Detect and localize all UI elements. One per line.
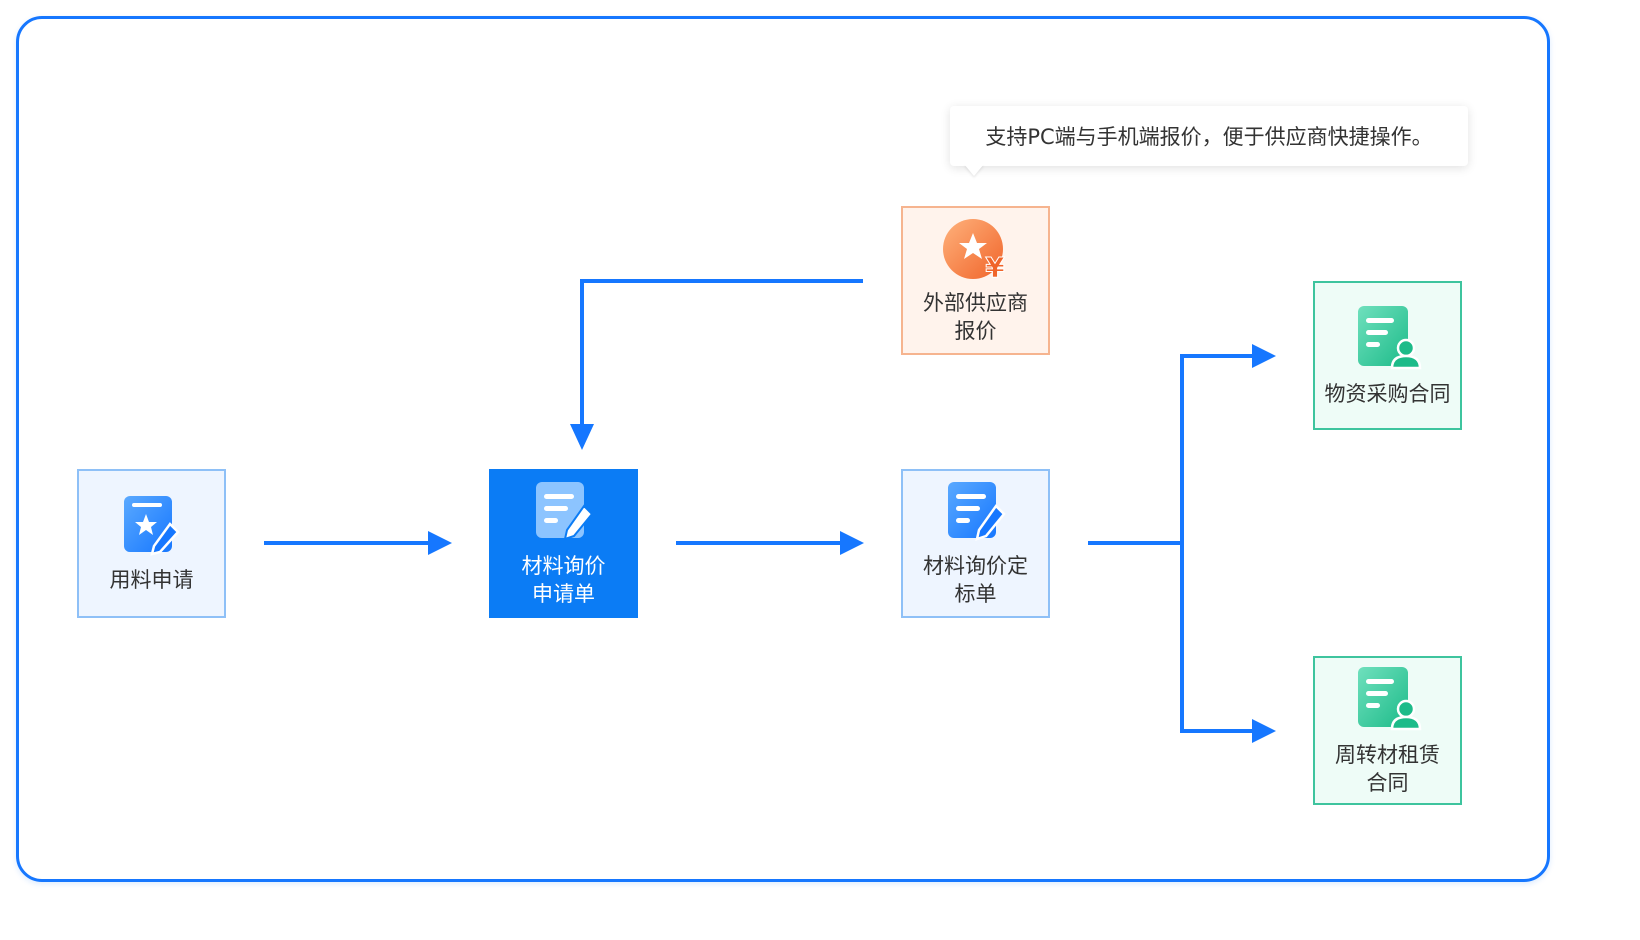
node-rental-contract[interactable]: 周转材租赁 合同 <box>1313 656 1462 805</box>
contract-person-icon <box>1357 666 1421 730</box>
node-label: 物资采购合同 <box>1324 381 1451 406</box>
node-inquiry-award[interactable]: 材料询价定 标单 <box>901 469 1050 618</box>
node-label: 外部供应商 <box>923 290 1028 315</box>
node-label: 合同 <box>1366 770 1409 795</box>
node-label: 标单 <box>954 581 997 606</box>
node-supplier-quote[interactable]: ¥ 外部供应商 报价 <box>901 206 1050 355</box>
pen-document-icon <box>947 481 1006 541</box>
node-label: 周转材租赁 <box>1335 742 1440 767</box>
arrowhead <box>840 531 864 555</box>
tooltip-pointer <box>964 164 984 176</box>
pen-document-icon <box>535 481 593 541</box>
arrow-supplier-to-inquiry <box>580 279 863 428</box>
node-label: 用料申请 <box>109 567 194 592</box>
arrowhead <box>1252 344 1276 368</box>
star-pen-document-icon <box>123 495 180 556</box>
node-label: 材料询价定 <box>923 553 1028 578</box>
node-label: 申请单 <box>532 581 595 606</box>
contract-person-icon <box>1357 305 1421 369</box>
node-purchase-contract[interactable]: 物资采购合同 <box>1313 281 1462 430</box>
tooltip-text: 支持PC端与手机端报价，便于供应商快捷操作。 <box>985 125 1433 149</box>
star-yuan-icon: ¥ <box>942 218 1005 281</box>
node-inquiry-request[interactable]: 材料询价 申请单 <box>489 469 638 618</box>
supplier-tooltip: 支持PC端与手机端报价，便于供应商快捷操作。 <box>950 106 1468 166</box>
arrowhead <box>570 424 594 450</box>
node-label: 报价 <box>954 318 997 343</box>
svg-text:¥: ¥ <box>985 251 1005 281</box>
node-label: 材料询价 <box>521 553 606 578</box>
arrowhead <box>1252 719 1276 743</box>
arrowhead <box>428 531 452 555</box>
node-material-request[interactable]: 用料申请 <box>77 469 226 618</box>
